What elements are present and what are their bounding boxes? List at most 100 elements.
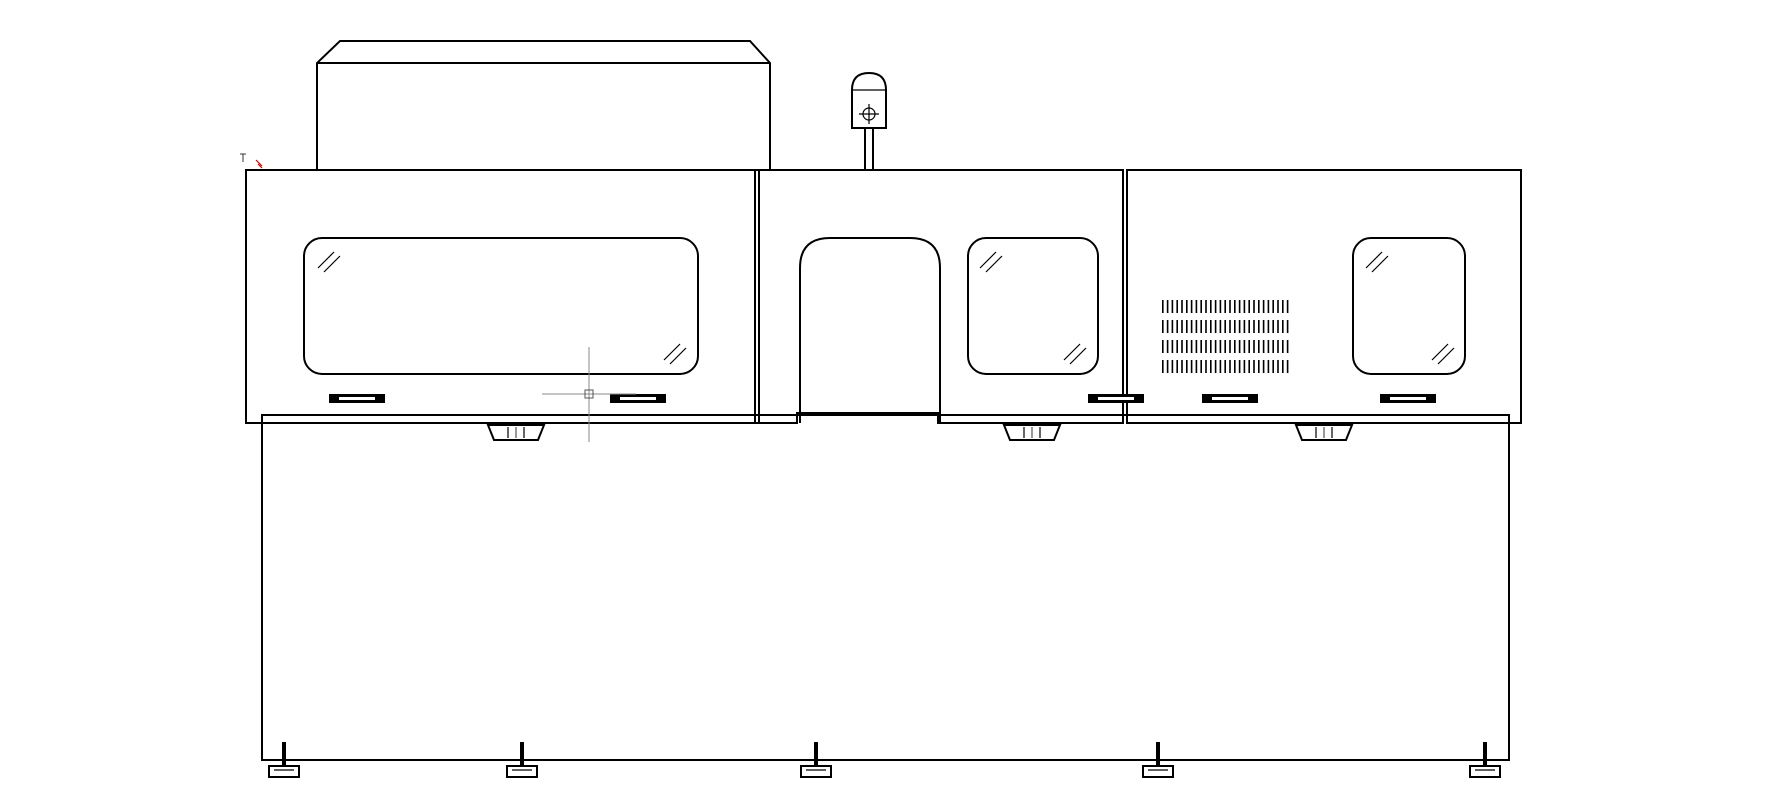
vent-slot: [1253, 340, 1255, 353]
vent-slot: [1282, 360, 1284, 373]
door-handle[interactable]: [329, 394, 385, 403]
vent-slot: [1277, 320, 1279, 333]
vent-slot: [1214, 340, 1217, 353]
vent-slot: [1171, 300, 1174, 313]
ucs-origin-icon: [240, 153, 263, 169]
vent-slot: [1238, 360, 1241, 373]
door-handle[interactable]: [610, 394, 666, 403]
vent-slot: [1258, 300, 1260, 313]
leveling-foot: [1142, 742, 1174, 778]
lower-cabinet: [261, 414, 1510, 761]
vent-slot: [1181, 360, 1183, 373]
vent-slot: [1166, 320, 1169, 333]
top-hood: [316, 40, 771, 170]
vent-slot: [1262, 320, 1265, 333]
vent-slot: [1181, 320, 1183, 333]
vent-slot: [1190, 340, 1193, 353]
vent-slot: [1243, 340, 1246, 353]
vent-slot: [1248, 320, 1250, 333]
vent-slot: [1195, 340, 1198, 353]
vent-slot: [1219, 320, 1222, 333]
vent-slot: [1210, 300, 1212, 313]
leveling-foot: [800, 742, 832, 778]
connector-clamp: [1294, 424, 1354, 441]
vent-slot: [1272, 360, 1274, 373]
vent-slot: [1243, 320, 1246, 333]
vent-slot: [1248, 340, 1250, 353]
vent-slot: [1176, 320, 1178, 333]
vent-slot: [1262, 300, 1265, 313]
vent-slot: [1200, 360, 1202, 373]
door-handle[interactable]: [1380, 394, 1436, 403]
vent-slot: [1205, 340, 1207, 353]
vent-slot: [1224, 360, 1226, 373]
connector-clamps: [486, 424, 1354, 441]
vent-slot: [1262, 360, 1265, 373]
vent-slot: [1171, 360, 1174, 373]
vent-slot: [1219, 300, 1222, 313]
vent-slot: [1162, 320, 1164, 333]
door-handles: [329, 394, 1436, 403]
vent-slot: [1186, 360, 1188, 373]
leveling-foot: [268, 742, 300, 778]
vent-slot: [1205, 300, 1207, 313]
vent-slot: [1190, 360, 1193, 373]
vent-slot: [1195, 320, 1198, 333]
vent-slot: [1162, 360, 1164, 373]
door-handle[interactable]: [1202, 394, 1258, 403]
vent-slot: [1162, 300, 1164, 313]
vent-slot: [1186, 320, 1188, 333]
vent-slot: [1229, 340, 1231, 353]
vent-slot: [1253, 360, 1255, 373]
vent-slot: [1238, 340, 1241, 353]
vent-slot: [1234, 300, 1236, 313]
vent-slot: [1267, 340, 1270, 353]
vent-slot: [1166, 340, 1169, 353]
vent-slot: [1166, 360, 1169, 373]
vent-slot: [1210, 360, 1212, 373]
vent-slot: [1224, 340, 1226, 353]
vent-slot: [1200, 300, 1202, 313]
vent-slot: [1267, 360, 1270, 373]
vent-grille: [1162, 300, 1289, 373]
vent-slot: [1210, 340, 1212, 353]
vent-slot: [1166, 300, 1169, 313]
vent-slot: [1186, 340, 1188, 353]
upper-module-middle: [754, 169, 1124, 424]
connector-clamp: [486, 424, 546, 441]
window-left: [303, 237, 699, 375]
vent-slot: [1190, 320, 1193, 333]
vent-slot: [1282, 340, 1284, 353]
upper-module-right: [1126, 169, 1522, 424]
connector-clamp: [1002, 424, 1062, 441]
window-right: [1352, 237, 1466, 375]
vent-slot: [1262, 340, 1265, 353]
vent-slot: [1234, 360, 1236, 373]
vent-slot: [1286, 300, 1289, 313]
vent-slot: [1205, 320, 1207, 333]
vent-slot: [1277, 360, 1279, 373]
vent-slot: [1258, 340, 1260, 353]
vent-slot: [1219, 340, 1222, 353]
vent-slot: [1214, 360, 1217, 373]
vent-slot: [1234, 340, 1236, 353]
vent-slot: [1286, 340, 1289, 353]
vent-slot: [1258, 360, 1260, 373]
vent-slot: [1286, 320, 1289, 333]
vent-slot: [1267, 320, 1270, 333]
vent-slot: [1238, 300, 1241, 313]
vent-slot: [1282, 300, 1284, 313]
vent-slot: [1224, 300, 1226, 313]
leveling-foot: [506, 742, 538, 778]
vent-slot: [1176, 300, 1178, 313]
vent-slot: [1229, 320, 1231, 333]
vent-slot: [1238, 320, 1241, 333]
vent-slot: [1176, 340, 1178, 353]
vent-slot: [1272, 320, 1274, 333]
vent-slot: [1210, 320, 1212, 333]
crosshair-cursor-icon: [542, 347, 636, 442]
vent-slot: [1229, 300, 1231, 313]
vent-slot: [1277, 300, 1279, 313]
door-handle[interactable]: [1088, 394, 1144, 403]
vent-slot: [1200, 320, 1202, 333]
